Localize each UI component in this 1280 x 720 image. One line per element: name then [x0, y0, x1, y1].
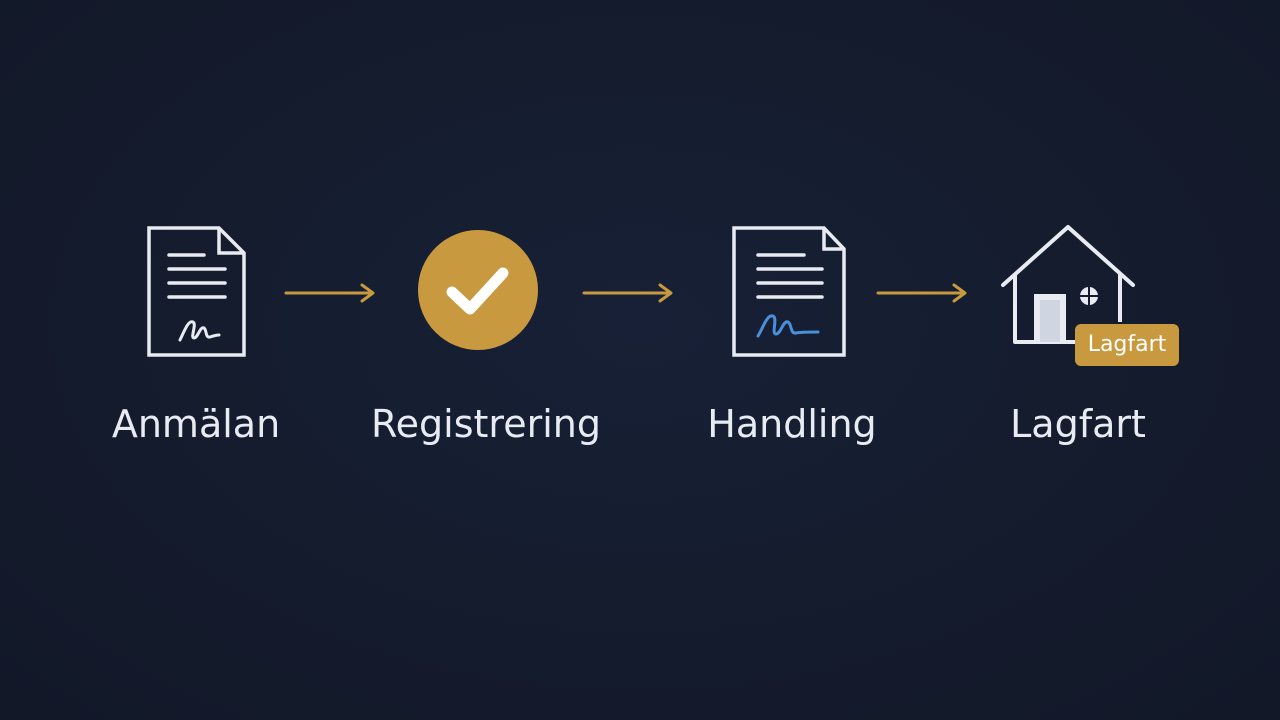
arrow-right-icon — [876, 283, 967, 303]
signature-icon — [756, 314, 820, 338]
arrow-right-icon — [284, 283, 375, 303]
check-circle-icon — [418, 230, 538, 350]
document-icon — [147, 226, 246, 357]
step-label-registrering: Registrering — [370, 402, 601, 446]
signature-icon — [178, 320, 221, 342]
house-icon — [1001, 225, 1135, 344]
step-label-anmalan: Anmälan — [111, 402, 281, 446]
step-label-lagfart: Lagfart — [1010, 402, 1146, 446]
lagfart-badge: Lagfart — [1075, 324, 1179, 366]
arrow-right-icon — [582, 283, 673, 303]
document-icon — [732, 226, 846, 357]
step-label-handling: Handling — [707, 402, 877, 446]
